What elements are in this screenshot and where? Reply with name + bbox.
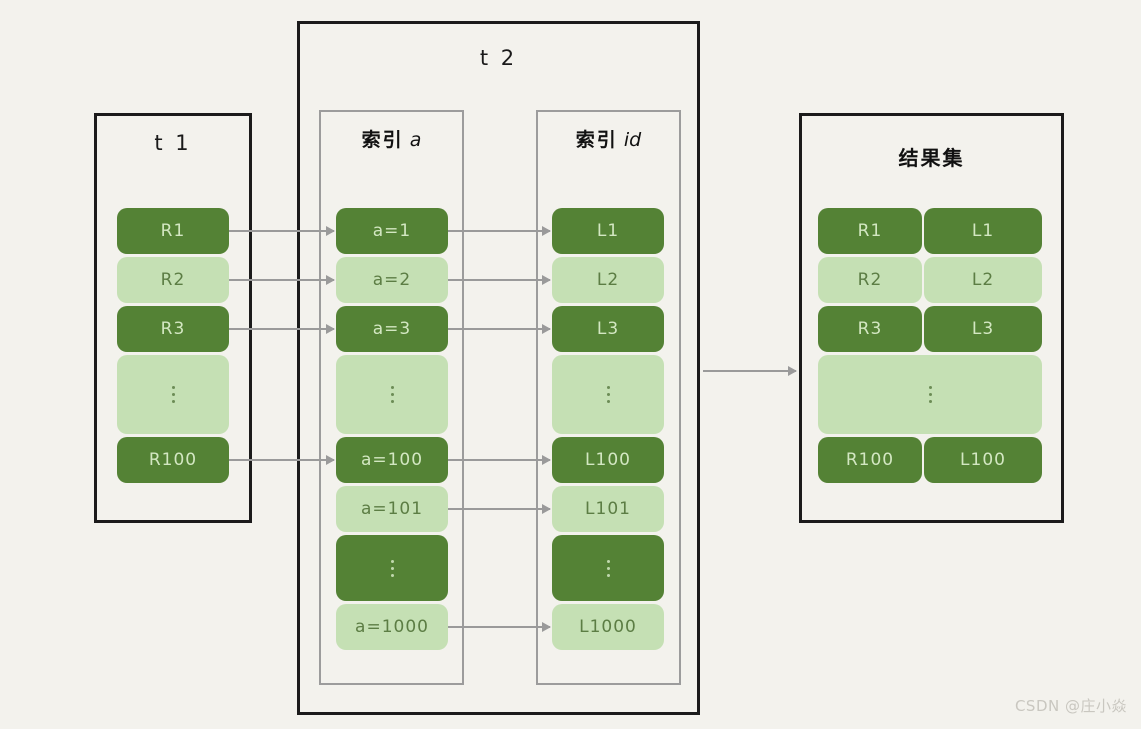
result-row-3-left: R3 — [818, 306, 922, 352]
index-a-cell-2-label: a=2 — [372, 270, 412, 290]
ellipsis-icon — [390, 559, 394, 577]
result-row-3: R3 L3 — [818, 306, 1042, 352]
t1-cell-r1-label: R1 — [160, 221, 186, 241]
result-set-title: 结果集 — [898, 146, 965, 170]
arrow-r2-to-a2 — [229, 279, 334, 281]
ellipsis-icon — [928, 386, 932, 403]
index-a-cell-3-label: a=3 — [372, 319, 412, 339]
index-a-cell-ellipsis-2 — [336, 535, 448, 601]
index-id-cell-l101: L101 — [552, 486, 664, 532]
index-id-title-cjk: 索引 — [575, 129, 618, 151]
index-id-cell-l100-label: L100 — [585, 450, 631, 470]
result-row-100: R100 L100 — [818, 437, 1042, 483]
result-row-1: R1 L1 — [818, 208, 1042, 254]
index-id-cell-l1000: L1000 — [552, 604, 664, 650]
result-row-2: R2 L2 — [818, 257, 1042, 303]
index-a-title-tail: a — [403, 129, 422, 151]
result-row-100-right: L100 — [924, 437, 1042, 483]
t1-cell-r3: R3 — [117, 306, 229, 352]
index-a-cell-3: a=3 — [336, 306, 448, 352]
t1-cell-ellipsis — [117, 355, 229, 434]
index-id-cell-l3: L3 — [552, 306, 664, 352]
index-a-cell-ellipsis-1 — [336, 355, 448, 434]
result-row-1-left: R1 — [818, 208, 922, 254]
index-a-cell-101-label: a=101 — [360, 499, 424, 519]
result-row-ellipsis — [818, 355, 1042, 434]
index-a-cell-1-label: a=1 — [372, 221, 412, 241]
index-id-cell-l100: L100 — [552, 437, 664, 483]
index-id-frame: 索引 id — [536, 110, 681, 685]
index-a-cell-101: a=101 — [336, 486, 448, 532]
index-a-cell-1000: a=1000 — [336, 604, 448, 650]
index-a-cell-100: a=100 — [336, 437, 448, 483]
ellipsis-icon — [606, 386, 610, 403]
t1-title: t 1 — [154, 131, 192, 155]
result-row-3-right: L3 — [924, 306, 1042, 352]
arrow-a100-to-l100 — [448, 459, 550, 461]
arrow-a1000-to-l1000 — [448, 626, 550, 628]
arrow-a2-to-l2 — [448, 279, 550, 281]
index-id-cell-l1-label: L1 — [596, 221, 620, 241]
t1-cell-r1: R1 — [117, 208, 229, 254]
ellipsis-icon — [390, 386, 394, 403]
index-a-title: 索引 a — [321, 125, 462, 152]
result-row-2-left: R2 — [818, 257, 922, 303]
arrow-r3-to-a3 — [229, 328, 334, 330]
index-a-cell-2: a=2 — [336, 257, 448, 303]
arrow-r1-to-a1 — [229, 230, 334, 232]
index-id-cell-ellipsis-1 — [552, 355, 664, 434]
index-id-cell-l1000-label: L1000 — [579, 617, 637, 637]
t1-cell-r3-label: R3 — [160, 319, 186, 339]
t1-cell-r2-label: R2 — [160, 270, 186, 290]
arrow-r100-to-a100 — [229, 459, 334, 461]
ellipsis-icon — [171, 386, 175, 403]
result-row-100-left: R100 — [818, 437, 922, 483]
t1-cell-r100: R100 — [117, 437, 229, 483]
index-id-cell-l2: L2 — [552, 257, 664, 303]
index-id-cell-l3-label: L3 — [596, 319, 620, 339]
csdn-watermark: CSDN @庄小焱 — [1014, 697, 1127, 715]
index-id-title-tail: id — [617, 129, 642, 151]
index-a-frame: 索引 a — [319, 110, 464, 685]
result-row-2-right: L2 — [924, 257, 1042, 303]
arrow-t2-to-result-set — [703, 370, 796, 372]
index-id-cell-l1: L1 — [552, 208, 664, 254]
index-a-cell-100-label: a=100 — [360, 450, 424, 470]
index-a-title-cjk: 索引 — [361, 129, 404, 151]
index-id-cell-l2-label: L2 — [596, 270, 620, 290]
index-id-cell-l101-label: L101 — [585, 499, 631, 519]
arrow-a101-to-l101 — [448, 508, 550, 510]
t2-title: t 2 — [479, 46, 518, 70]
t1-cell-r100-label: R100 — [148, 450, 198, 470]
index-id-title: 索引 id — [538, 125, 679, 152]
arrow-a1-to-l1 — [448, 230, 550, 232]
ellipsis-icon — [606, 559, 610, 577]
index-a-cell-1000-label: a=1000 — [355, 617, 429, 637]
t1-cell-r2: R2 — [117, 257, 229, 303]
index-a-cell-1: a=1 — [336, 208, 448, 254]
index-id-cell-ellipsis-2 — [552, 535, 664, 601]
arrow-a3-to-l3 — [448, 328, 550, 330]
result-row-1-right: L1 — [924, 208, 1042, 254]
